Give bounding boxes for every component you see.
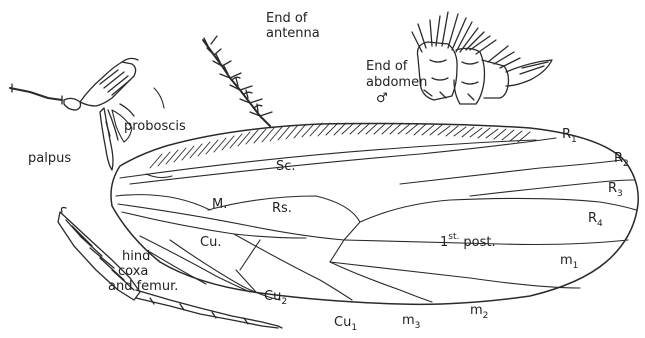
label-m1: m1: [560, 253, 578, 271]
label-sc: Sc.: [276, 159, 296, 174]
label-cu1: Cu1: [334, 315, 357, 333]
vein-crossvein-a: [344, 222, 360, 240]
label-r3: R3: [608, 181, 623, 199]
vein-m: [118, 204, 344, 240]
vein-m2: [330, 262, 580, 288]
wing-drawing: [111, 123, 638, 304]
label-r4: R4: [588, 211, 603, 229]
label-end-of-antenna-line2: antenna: [266, 26, 320, 41]
label-end-of-abdomen-line1: End of: [366, 59, 408, 74]
vein-cross-cu2: [236, 270, 256, 292]
vein-r-stem: [116, 195, 210, 210]
vein-m-fork: [330, 240, 344, 262]
vein-humeral: [146, 174, 172, 178]
label-r2: R2: [614, 151, 629, 169]
vein-r2: [400, 160, 622, 184]
label-rs: Rs.: [272, 201, 292, 216]
label-and-femur-line3: and femur.: [108, 279, 178, 294]
abdomen-tip-drawing: [412, 12, 552, 104]
label-proboscis: proboscis: [124, 119, 186, 134]
label-m: M.: [212, 197, 227, 212]
antenna-tip-drawing: [203, 36, 272, 126]
label-hind-line1: hind: [122, 249, 150, 264]
vein-r1: [130, 138, 556, 184]
label-end-of-abdomen-line2: abdomen: [366, 75, 427, 90]
label-m3: m3: [402, 313, 420, 331]
label-palpus: palpus: [28, 151, 71, 166]
label-m2: m2: [470, 303, 488, 321]
wing-veins: [116, 138, 636, 302]
label-first-post: 1st.post.: [440, 232, 496, 250]
label-male-symbol: ♂: [376, 91, 388, 106]
label-cu: Cu.: [200, 235, 221, 250]
label-end-of-antenna-line1: End of: [266, 11, 308, 26]
label-coxa-line2: coxa: [118, 264, 148, 279]
label-cu2: Cu2: [264, 289, 287, 307]
vein-cross-cu: [240, 240, 260, 270]
label-r1: R1: [562, 127, 577, 145]
